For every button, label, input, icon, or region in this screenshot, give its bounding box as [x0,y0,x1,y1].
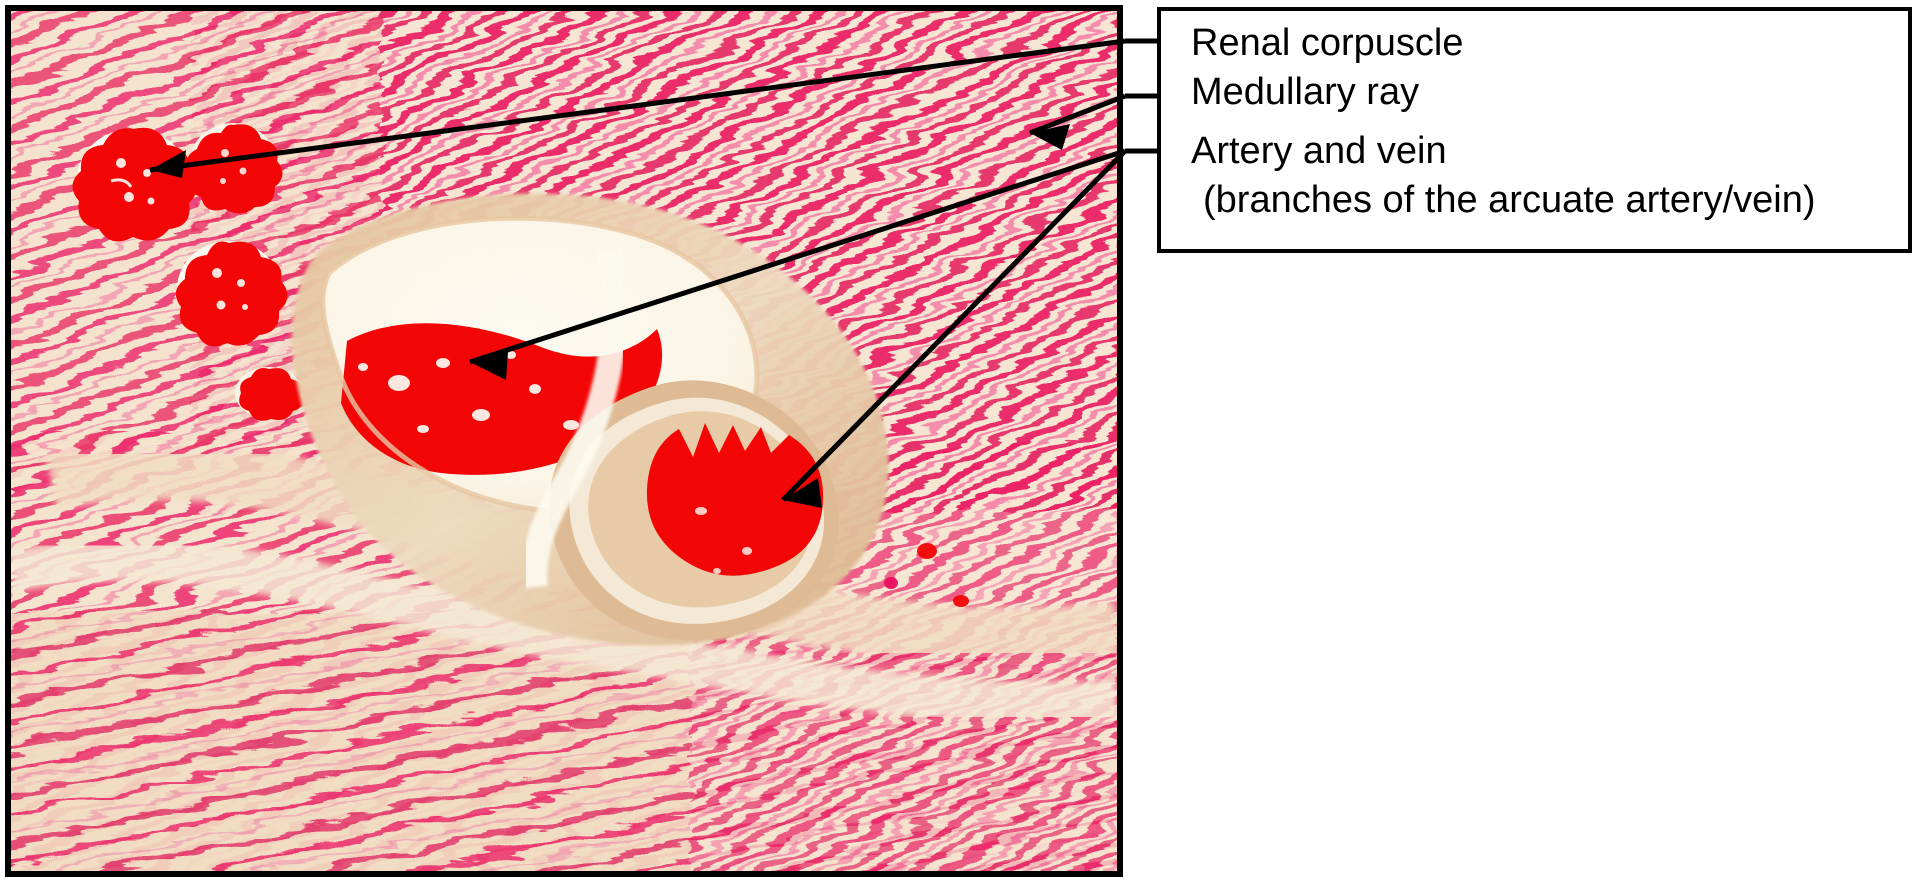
legend-label-arcuate-branches: (branches of the arcuate artery/vein) [1203,179,1816,221]
legend-box: Renal corpuscle Medullary ray Artery and… [1157,7,1912,253]
legend-list: Renal corpuscle Medullary ray Artery and… [1191,19,1891,225]
tissue-grain [11,11,1117,871]
histology-micrograph-panel [5,5,1123,877]
legend-spacer [1191,117,1891,127]
legend-label-artery-and-vein: Artery and vein [1191,130,1447,172]
legend-label-renal-corpuscle: Renal corpuscle [1191,22,1464,64]
micrograph-canvas [11,11,1117,871]
legend-label-medullary-ray: Medullary ray [1191,71,1420,113]
